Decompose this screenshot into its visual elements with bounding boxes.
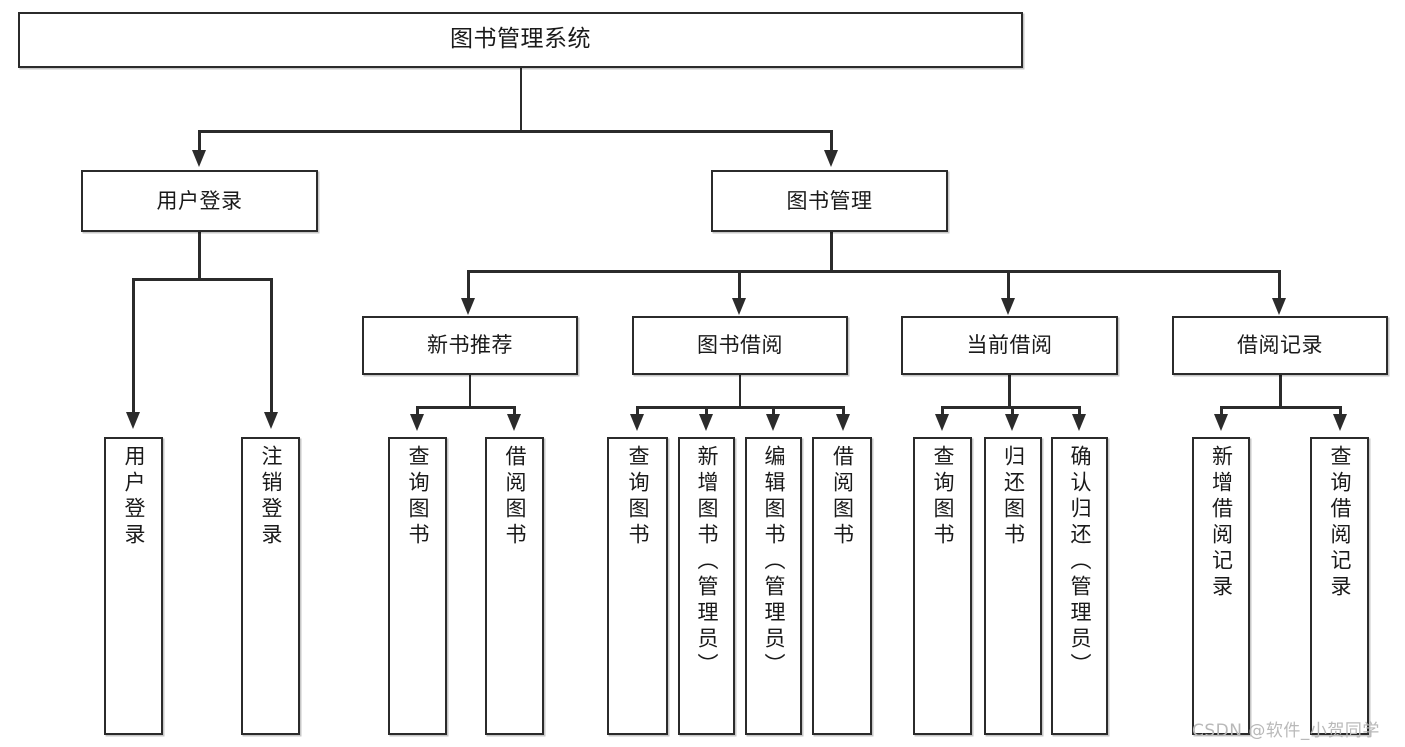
arrowhead-newbook-a — [410, 414, 424, 431]
edge-books-stem — [830, 232, 833, 270]
leaf-edit-book-admin[interactable]: 编辑图书（管理员） — [745, 437, 802, 735]
node-book-borrow[interactable]: 图书借阅 — [632, 316, 848, 375]
edge-login-to-b — [270, 278, 273, 414]
edge-newbook-stem — [468, 375, 471, 406]
node-borrow-record-label: 借阅记录 — [1237, 333, 1323, 358]
node-new-book-recommend-label: 新书推荐 — [427, 333, 513, 358]
node-root[interactable]: 图书管理系统 — [18, 12, 1023, 68]
arrowhead-current-c — [1072, 414, 1086, 431]
leaf-return-book[interactable]: 归还图书 — [984, 437, 1042, 735]
arrowhead-borrow-a — [630, 414, 644, 431]
leaf-query-borrow-record-label: 查询借阅记录 — [1328, 445, 1352, 601]
edge-record-stem — [1279, 375, 1282, 406]
node-current-borrow-label: 当前借阅 — [966, 333, 1053, 358]
arrowhead-login — [192, 150, 206, 167]
leaf-add-book-admin-label: 新增图书（管理员） — [695, 445, 719, 679]
arrowhead-current-b — [1005, 414, 1019, 431]
edge-books-bus — [467, 270, 1281, 273]
node-book-borrow-label: 图书借阅 — [697, 333, 783, 358]
arrowhead-borrow-b — [699, 414, 713, 431]
leaf-confirm-return-admin[interactable]: 确认归还（管理员） — [1051, 437, 1108, 735]
edge-record-bus — [1220, 406, 1341, 409]
arrowhead-c2 — [732, 298, 746, 315]
leaf-add-borrow-record-label: 新增借阅记录 — [1209, 445, 1234, 601]
arrowhead-login-b — [264, 412, 278, 429]
edge-books-to-c3 — [1007, 270, 1010, 300]
leaf-query-book-current-label: 查询图书 — [931, 445, 955, 549]
edge-current-to-c — [1078, 406, 1081, 416]
edge-borrow-to-a — [636, 406, 639, 416]
arrowhead-borrow-c — [766, 414, 780, 431]
edge-record-to-b — [1339, 406, 1342, 416]
node-user-login-label: 用户登录 — [156, 188, 243, 213]
leaf-logout[interactable]: 注销登录 — [241, 437, 300, 735]
leaf-borrow-book-recommend-label: 借阅图书 — [503, 445, 527, 549]
edge-root-bus — [198, 130, 832, 133]
edge-current-stem — [1008, 375, 1011, 406]
edge-record-to-a — [1220, 406, 1223, 416]
edge-borrow-to-d — [842, 406, 845, 416]
node-user-login[interactable]: 用户登录 — [81, 170, 318, 232]
edge-books-to-c4 — [1278, 270, 1281, 300]
edge-borrow-bus — [636, 406, 844, 409]
leaf-query-borrow-record[interactable]: 查询借阅记录 — [1310, 437, 1369, 735]
leaf-query-book-current[interactable]: 查询图书 — [913, 437, 972, 735]
edge-books-to-c2 — [738, 270, 741, 300]
leaf-query-book-recommend[interactable]: 查询图书 — [388, 437, 447, 735]
leaf-query-book-recommend-label: 查询图书 — [406, 445, 430, 549]
edge-borrow-to-c — [772, 406, 775, 416]
leaf-query-book-borrow-label: 查询图书 — [626, 445, 650, 549]
node-current-borrow[interactable]: 当前借阅 — [901, 316, 1118, 375]
edge-borrow-to-b — [705, 406, 708, 416]
arrowhead-record-b — [1333, 414, 1347, 431]
leaf-borrow-book-recommend[interactable]: 借阅图书 — [485, 437, 544, 735]
node-book-management-label: 图书管理 — [786, 188, 873, 213]
arrowhead-newbook-b — [507, 414, 521, 431]
edge-login-stem — [198, 232, 201, 278]
leaf-edit-book-admin-label: 编辑图书（管理员） — [762, 445, 786, 679]
edge-root-to-books — [830, 130, 833, 152]
edge-login-bus — [132, 278, 270, 281]
leaf-query-book-borrow[interactable]: 查询图书 — [607, 437, 668, 735]
arrowhead-c4 — [1272, 298, 1286, 315]
node-new-book-recommend[interactable]: 新书推荐 — [362, 316, 578, 375]
edge-root-to-login — [198, 130, 201, 152]
edge-newbook-bus — [416, 406, 515, 409]
leaf-borrow-book-label: 借阅图书 — [830, 445, 855, 549]
edge-newbook-to-b — [513, 406, 516, 416]
arrowhead-c1 — [461, 298, 475, 315]
arrowhead-current-a — [935, 414, 949, 431]
arrowhead-login-a — [126, 412, 140, 429]
arrowhead-books — [824, 150, 838, 167]
edge-current-to-b — [1011, 406, 1014, 416]
node-borrow-record[interactable]: 借阅记录 — [1172, 316, 1388, 375]
edge-login-to-a — [132, 278, 135, 414]
leaf-return-book-label: 归还图书 — [1001, 445, 1026, 549]
leaf-add-borrow-record[interactable]: 新增借阅记录 — [1192, 437, 1250, 735]
leaf-user-login-label: 用户登录 — [122, 445, 146, 549]
edge-current-bus — [941, 406, 1080, 409]
arrowhead-c3 — [1001, 298, 1015, 315]
edge-borrow-stem — [738, 375, 741, 406]
leaf-user-login[interactable]: 用户登录 — [104, 437, 163, 735]
leaf-confirm-return-admin-label: 确认归还（管理员） — [1068, 445, 1092, 679]
edge-current-to-a — [941, 406, 944, 416]
arrowhead-record-a — [1214, 414, 1228, 431]
edge-root-stem — [519, 68, 522, 130]
leaf-logout-label: 注销登录 — [259, 445, 283, 549]
edge-books-to-c1 — [467, 270, 470, 300]
edge-newbook-to-a — [416, 406, 419, 416]
leaf-add-book-admin[interactable]: 新增图书（管理员） — [678, 437, 735, 735]
leaf-borrow-book[interactable]: 借阅图书 — [812, 437, 872, 735]
node-root-label: 图书管理系统 — [450, 26, 591, 53]
node-book-management[interactable]: 图书管理 — [711, 170, 948, 232]
arrowhead-borrow-d — [836, 414, 850, 431]
